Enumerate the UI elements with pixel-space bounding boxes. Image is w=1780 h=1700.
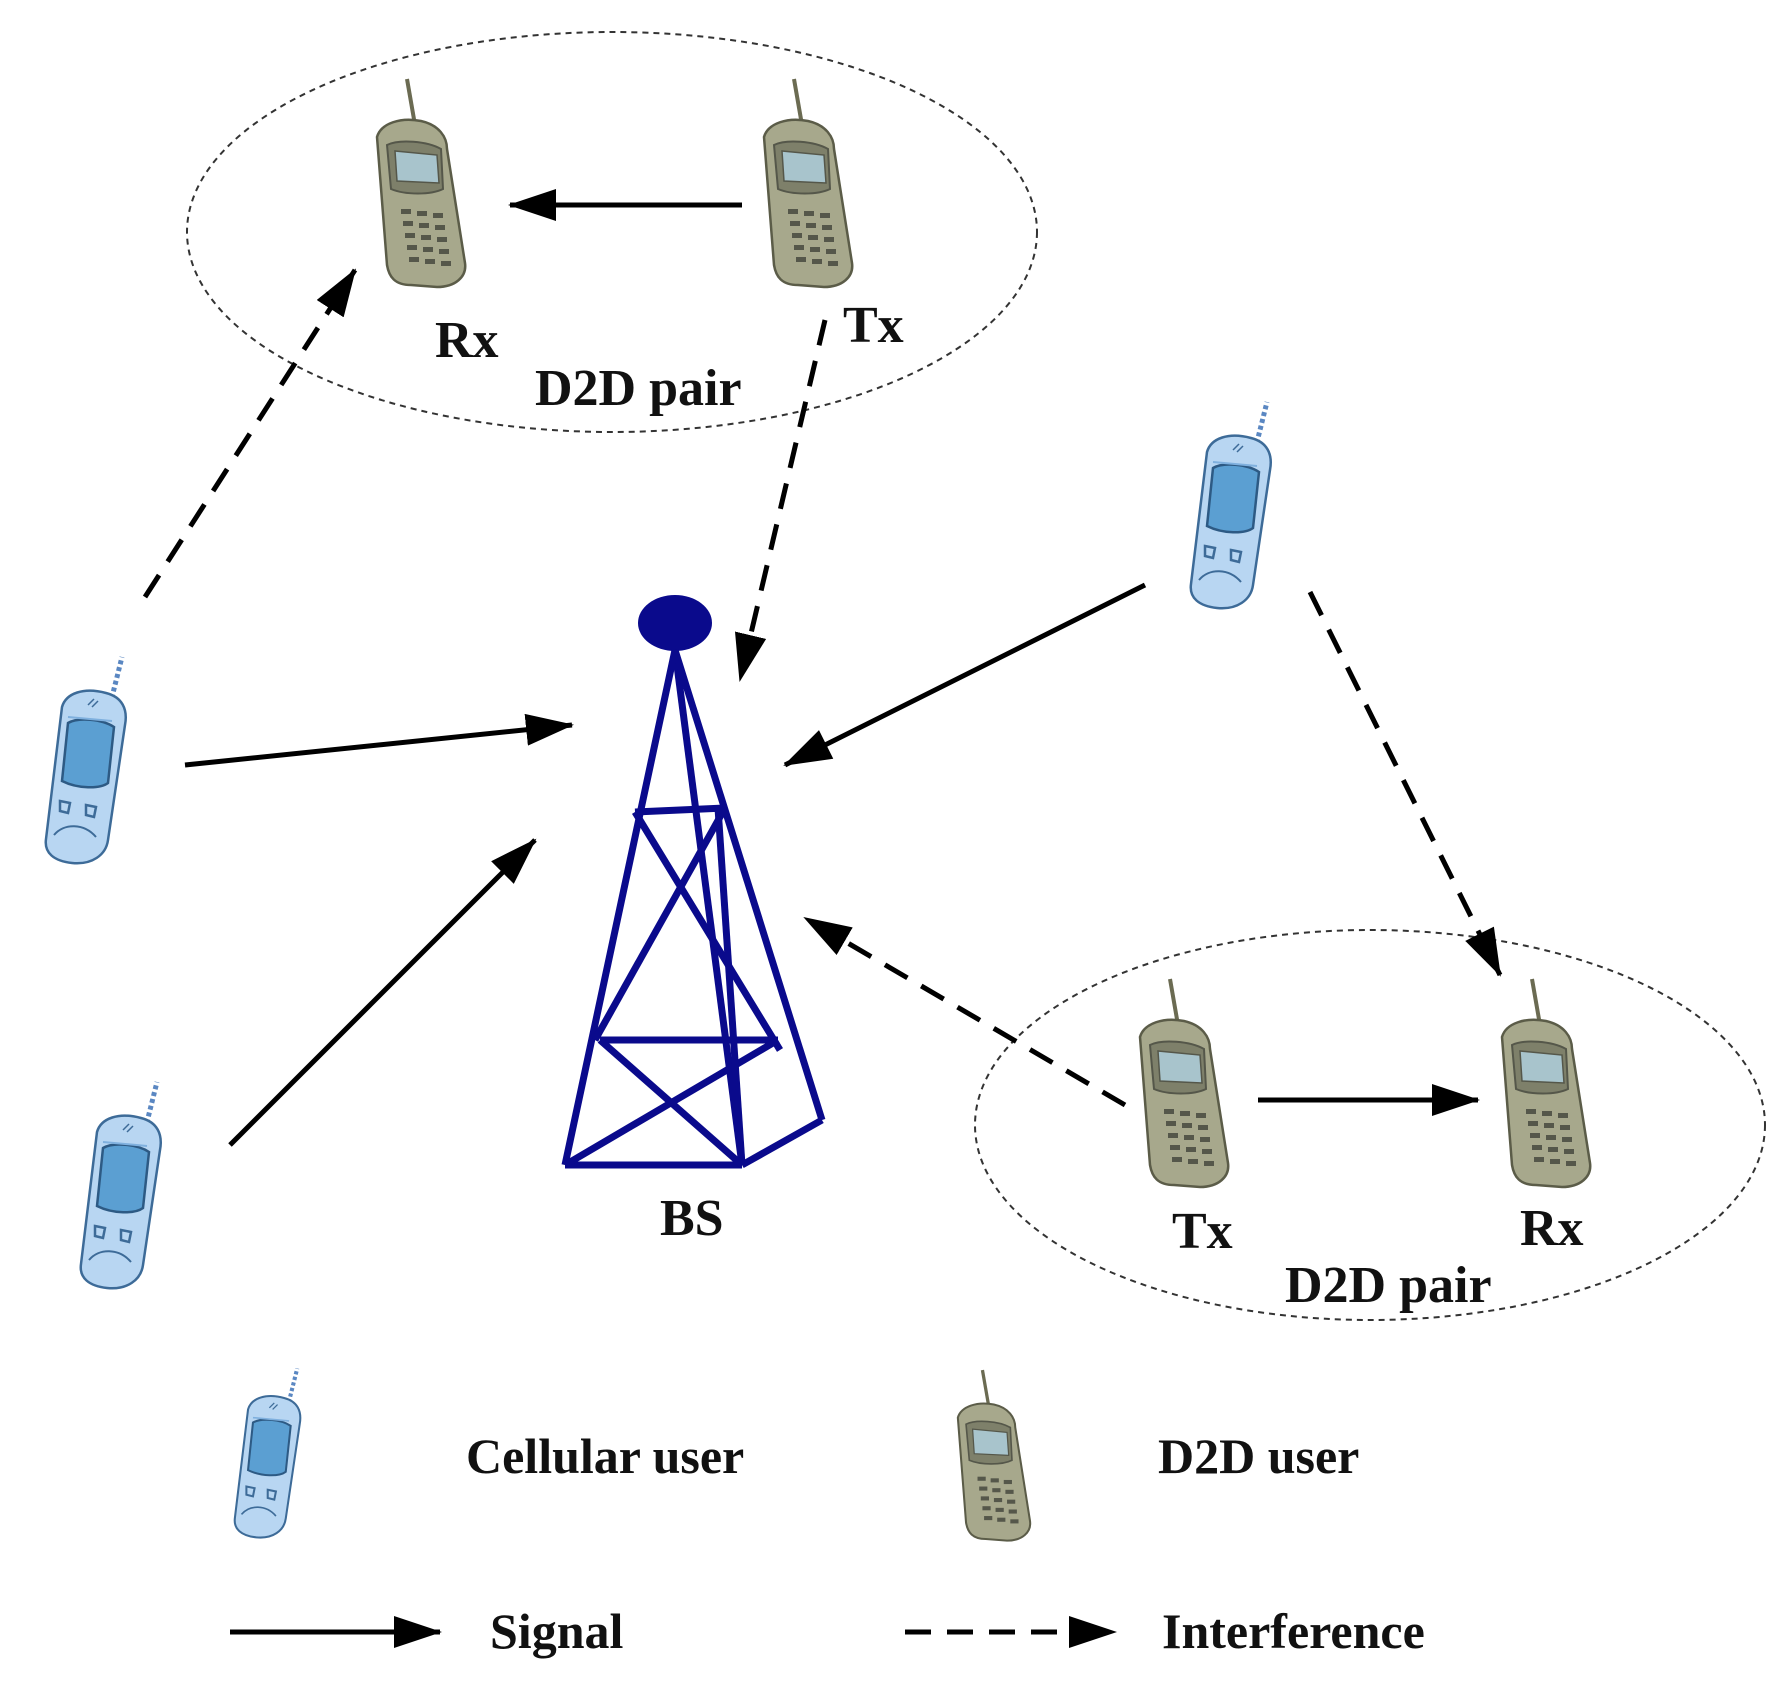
bottom-rx-d2d-phone-icon — [1500, 977, 1593, 1189]
top-d2d-pair-boundary — [186, 31, 1038, 433]
left-cellular-signal-arrow — [184, 713, 574, 768]
legend: Cellular user D2D user Signal Interferen… — [230, 1368, 1425, 1659]
top-rx-d2d-phone-icon — [375, 77, 468, 289]
bottom-pair-name-label: D2D pair — [1285, 1257, 1492, 1314]
bottom-pair-rx-label: Rx — [1520, 1200, 1584, 1257]
top-pair-name-label: D2D pair — [535, 360, 742, 417]
right-cellular-interference-arrow — [1307, 590, 1503, 977]
bottom-tx-interference-arrow — [803, 915, 1127, 1108]
left-cellular-interference-arrow — [142, 268, 358, 599]
left-cellular-phone-icon — [46, 657, 126, 863]
legend-cellular-phone-icon — [235, 1368, 301, 1537]
base-station-label: BS — [660, 1190, 724, 1247]
top-tx-interference-arrow — [734, 319, 828, 682]
legend-cellular-user-label: Cellular user — [466, 1428, 744, 1484]
legend-signal-label: Signal — [490, 1603, 624, 1659]
right-cellular-phone-icon — [1191, 402, 1271, 608]
top-pair-tx-label: Tx — [843, 297, 904, 354]
bottom-pair-tx-label: Tx — [1172, 1203, 1233, 1260]
lower-left-cellular-phone-icon — [81, 1082, 161, 1288]
tower-icon — [561, 595, 826, 1169]
legend-interference-label: Interference — [1162, 1603, 1425, 1659]
lower-left-cellular-signal-arrow — [228, 838, 537, 1147]
legend-d2d-user-label: D2D user — [1158, 1428, 1359, 1484]
top-tx-d2d-phone-icon — [762, 77, 855, 289]
bottom-d2d-pair-boundary — [974, 929, 1766, 1321]
right-cellular-signal-arrow — [783, 582, 1147, 768]
top-pair-rx-label: Rx — [435, 312, 499, 369]
bottom-tx-d2d-phone-icon — [1138, 977, 1231, 1189]
legend-d2d-phone-icon — [956, 1368, 1032, 1543]
